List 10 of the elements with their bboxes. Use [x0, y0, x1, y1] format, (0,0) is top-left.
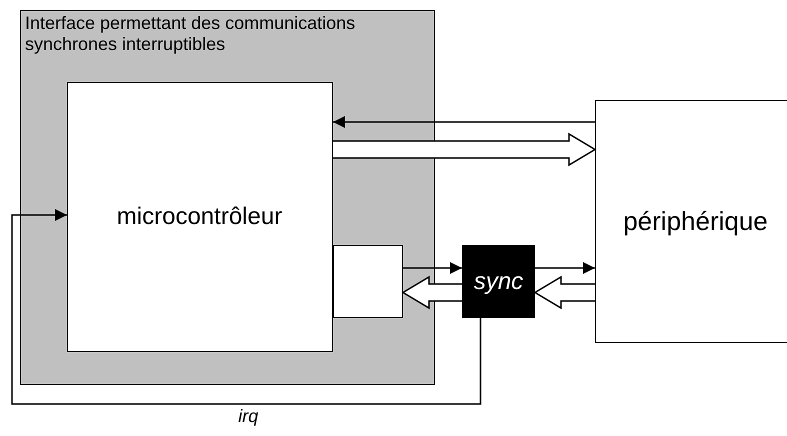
node-label: microcontrôleur: [116, 202, 282, 230]
interface-panel: [20, 10, 435, 385]
peripheral-box: [595, 100, 787, 343]
edge-label: irq: [236, 406, 260, 427]
microcontroller-box: [66, 82, 332, 352]
node-label: périphérique: [623, 206, 768, 236]
panel-heading: Interface permettant des communications synchrones interruptibles: [24, 12, 356, 56]
node-label: sync: [474, 268, 524, 296]
empty-box: [332, 244, 402, 318]
sync-box: [462, 245, 535, 318]
